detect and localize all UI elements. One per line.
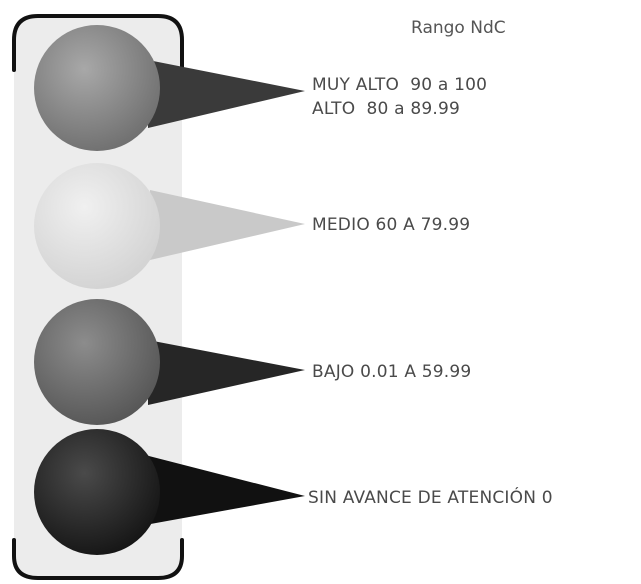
range-label-very-high: MUY ALTO 90 a 100 [312,75,487,95]
frame-top-bracket [12,14,184,72]
light-low [34,299,160,425]
light-medium [34,163,160,289]
range-label-no-progress: SIN AVANCE DE ATENCIÓN 0 [308,486,553,508]
range-title: Rango NdC [411,18,506,38]
pointer-level-2 [150,190,305,260]
pointer-level-4 [145,455,305,525]
range-label-medium: MEDIO 60 A 79.99 [312,215,470,235]
light-no-progress [34,429,160,555]
light-very-high [34,25,160,151]
pointer-level-1 [148,60,305,128]
frame-bottom-bracket [12,538,184,580]
traffic-light-frame [14,16,182,578]
pointer-level-3 [148,340,305,405]
range-label-low: BAJO 0.01 A 59.99 [312,362,471,382]
range-label-high: ALTO 80 a 89.99 [312,99,460,119]
